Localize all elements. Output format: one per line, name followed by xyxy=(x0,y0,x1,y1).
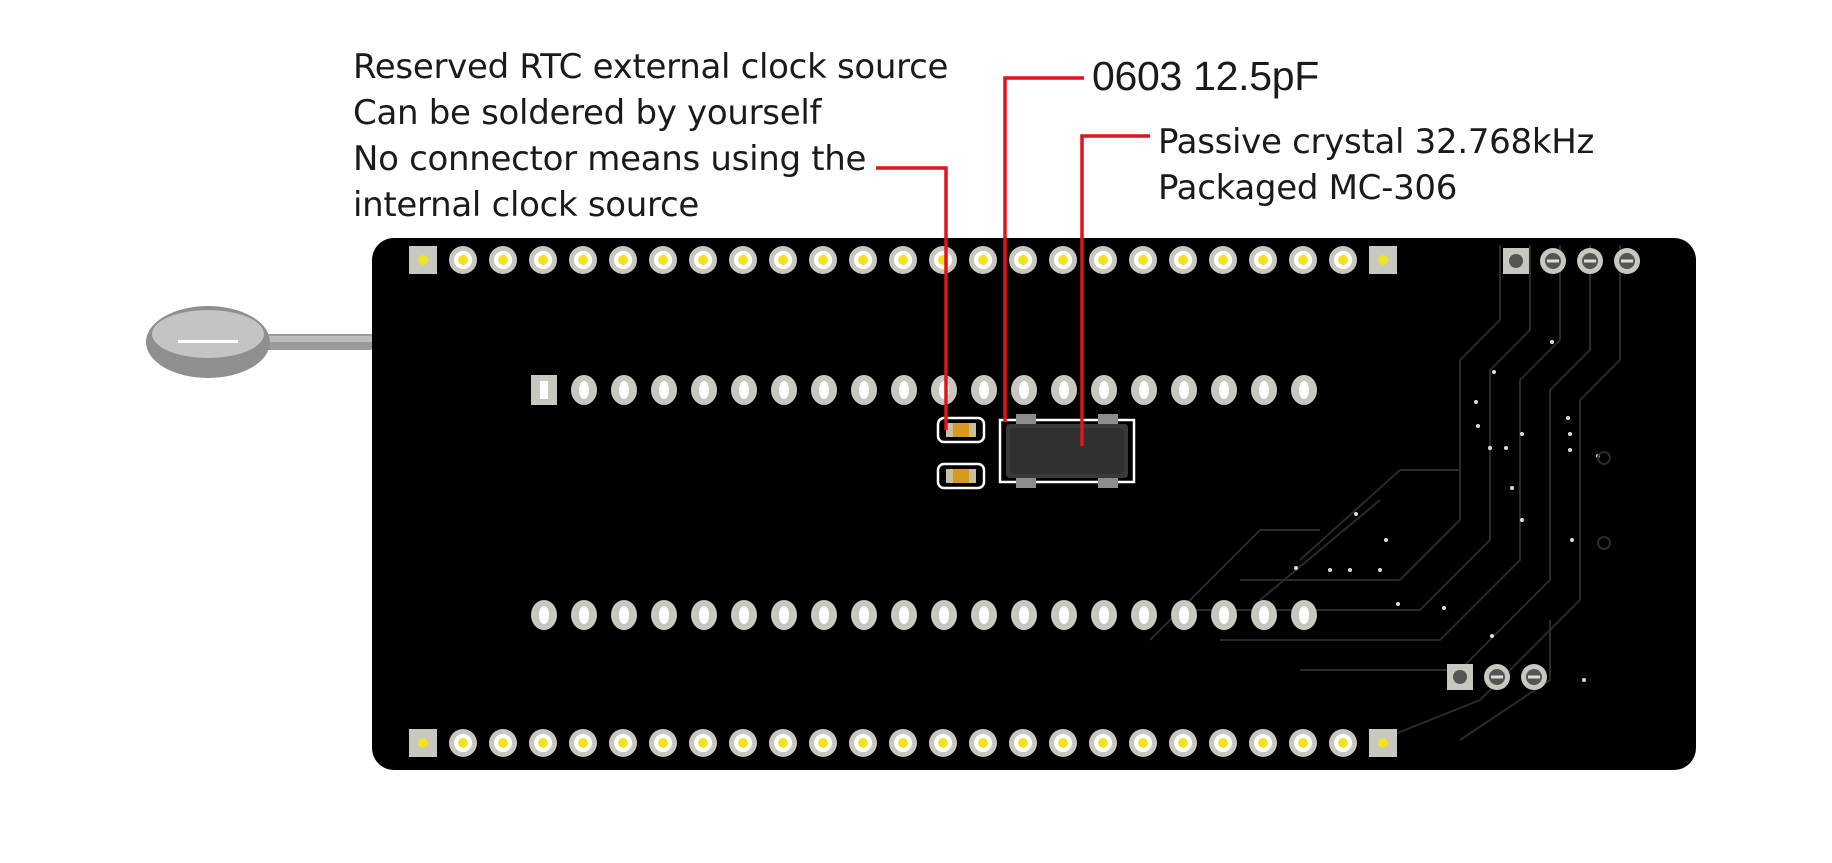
rtc-callout-line: internal clock source xyxy=(353,185,700,225)
leader-lines xyxy=(876,76,1150,446)
crystal-callout-line: Packaged MC-306 xyxy=(1158,168,1458,208)
capacitor-callout: 0603 12.5pF xyxy=(1092,53,1319,99)
crystal-icon xyxy=(998,414,1136,488)
rtc-callout-line: No connector means using the xyxy=(353,139,867,179)
capacitor-leader-line xyxy=(1003,76,1084,422)
rtc-callout: Reserved RTC external clock source Can b… xyxy=(353,44,948,228)
capacitor-icon xyxy=(936,416,986,490)
rtc-callout-line: Reserved RTC external clock source xyxy=(353,47,949,87)
pcb-pads xyxy=(409,246,1640,757)
pcb-board xyxy=(372,238,1696,770)
crystal-callout-line: Passive crystal 32.768kHz xyxy=(1158,122,1595,162)
antenna-icon xyxy=(146,306,374,378)
pcb-traces xyxy=(1149,245,1621,741)
crystal-leader-line xyxy=(1080,134,1150,446)
rtc-leader-line xyxy=(876,166,948,430)
rtc-callout-line: Can be soldered by yourself xyxy=(353,93,822,133)
crystal-callout: Passive crystal 32.768kHz Packaged MC-30… xyxy=(1158,119,1594,211)
